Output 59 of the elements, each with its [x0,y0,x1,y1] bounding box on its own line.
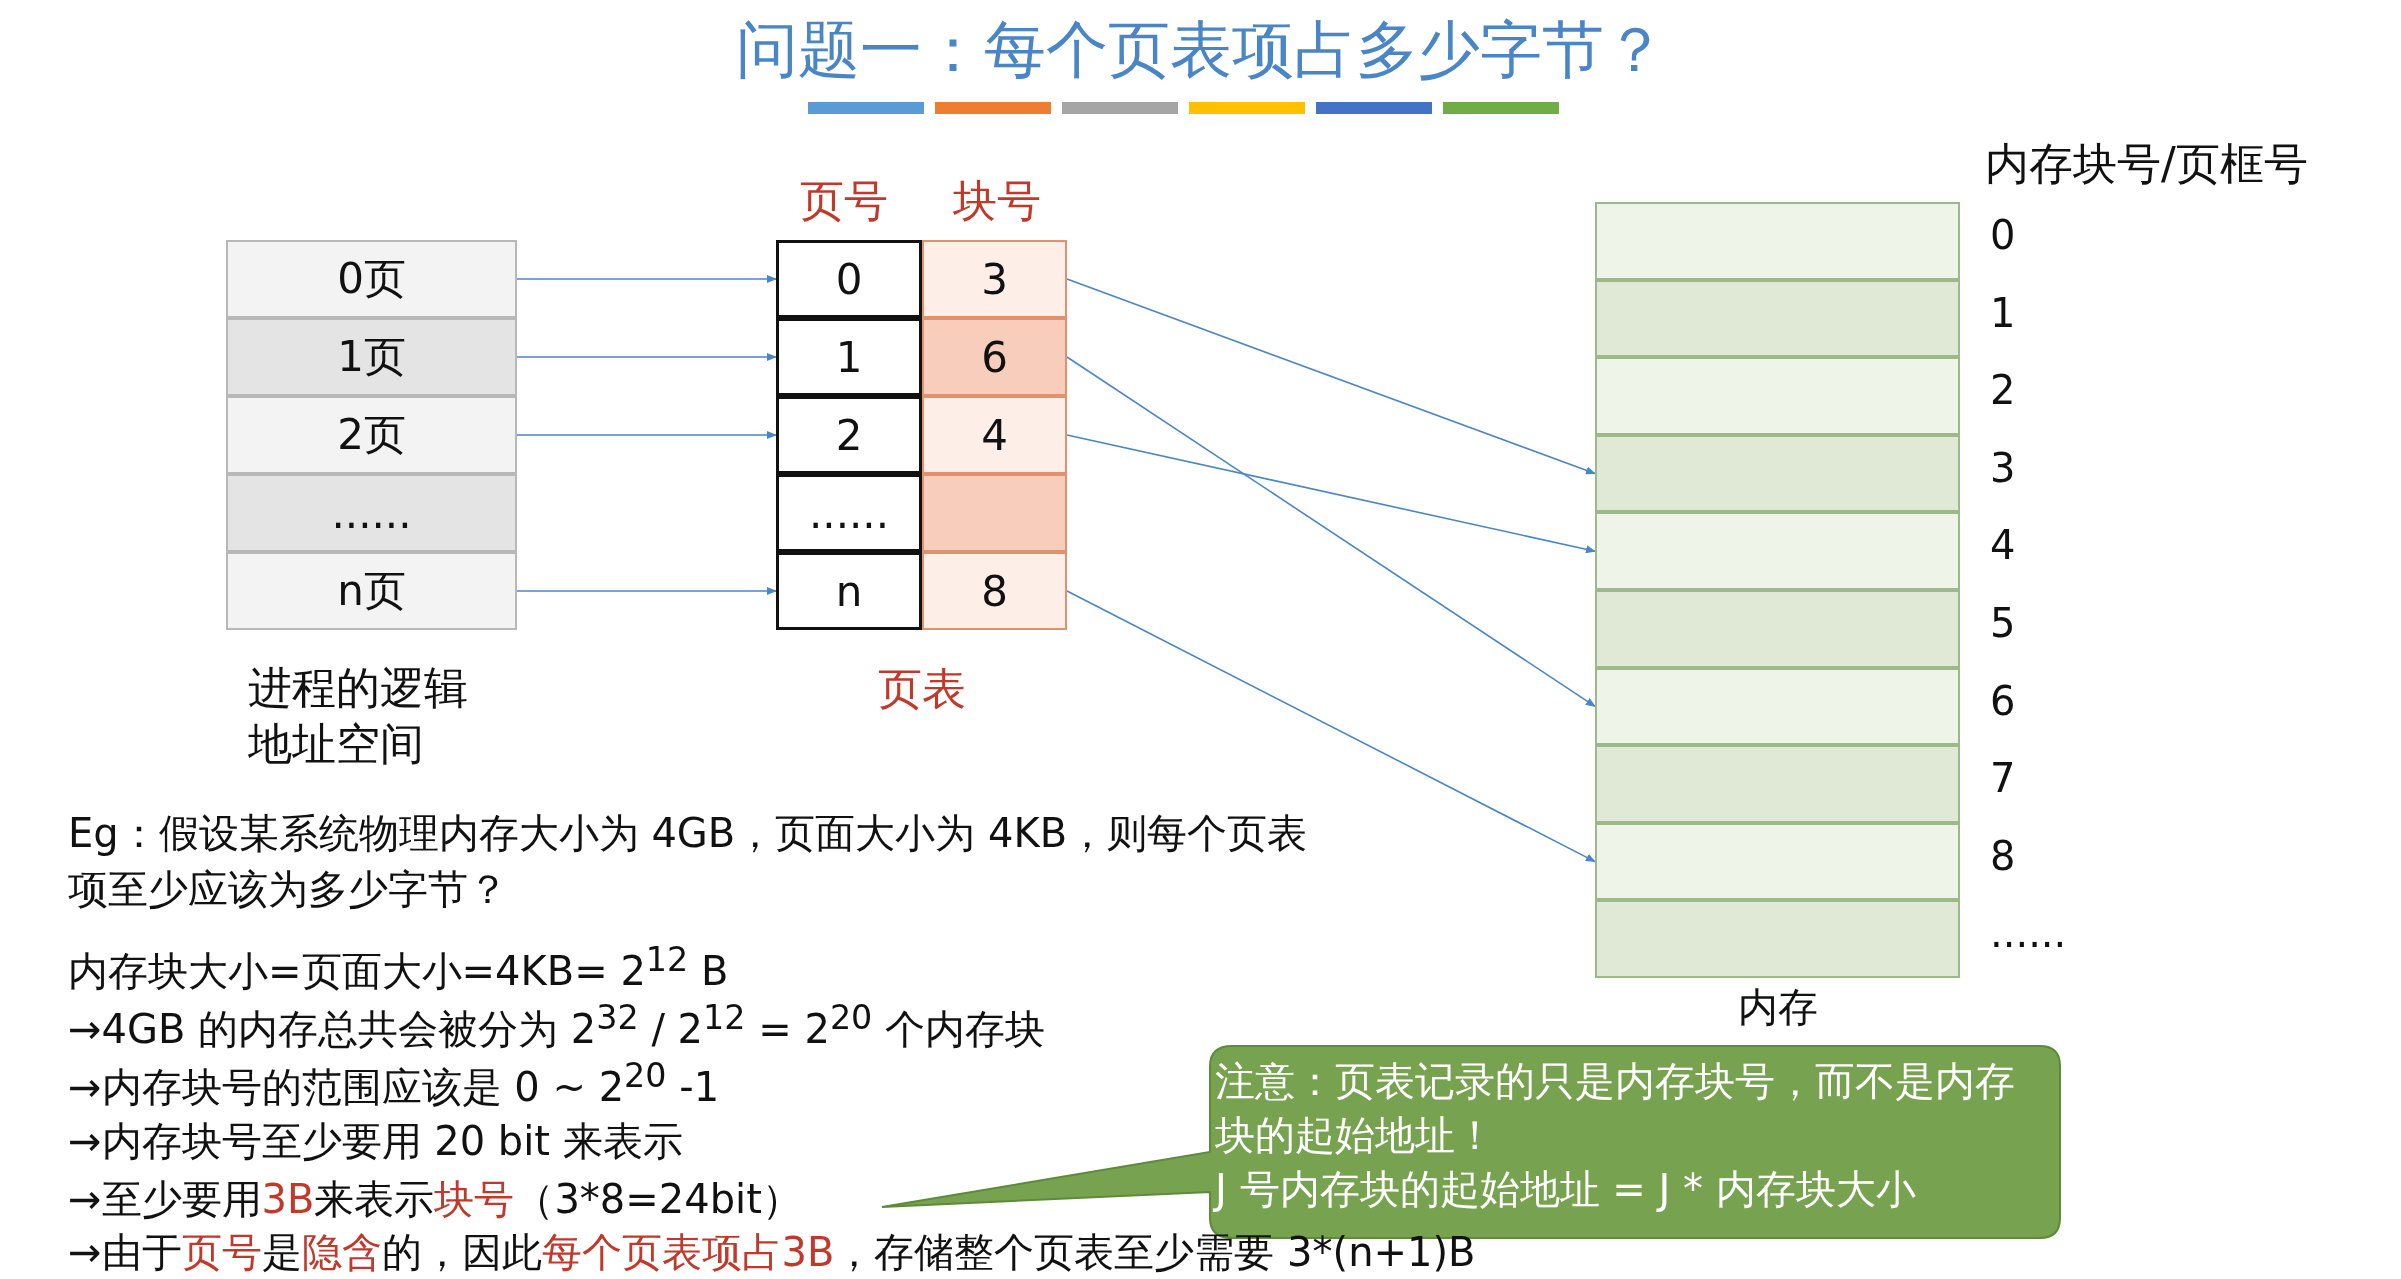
title: 问题一：每个页表项占多少字节？ [734,12,1667,88]
callout-text: 注意：页表记录的只是内存块号，而不是内存块的起始地址！ [1215,1057,2016,1160]
explanation-line: →由于页号是隐含的，因此每个页表项占3B，存储整个页表至少需要 3*(n+1)B [68,1228,1476,1277]
table-row: 2页 [226,396,517,474]
column-header: 页号 [800,174,888,228]
arrow [516,353,777,361]
arrow [1066,278,1596,475]
memory-block [1595,822,1960,901]
block-number: 3 [1990,444,2016,491]
memory-block [1595,512,1960,590]
table-cell: ...... [776,474,922,552]
table-cell: 3 [922,240,1067,318]
memory-block [1595,590,1960,668]
memory-block [1595,434,1960,513]
explanation-line: 内存块大小=页面大小=4KB= 2$^{12}$ B [68,940,729,997]
arrow [516,431,777,439]
callout-text: J 号内存块的起始地址 = J * 内存块大小 [1215,1165,1917,1214]
table-cell: 4 [922,396,1067,474]
table-cell: 6 [922,318,1067,396]
table-row: 0页 [226,240,517,318]
arrow [516,275,777,283]
table-cell: n [776,552,922,630]
memory-block [1595,357,1960,435]
memory-block [1595,202,1960,280]
group-caption: 进程的逻辑地址空间 [248,661,469,771]
block-number: ...... [1990,910,2067,957]
question-text: Eg：假设某系统物理内存大小为 4GB，页面大小为 4KB，则每个页表项至少应该为多少字节？ [68,809,1309,914]
column-header: 块号 [953,174,1041,228]
memory-block [1595,279,1960,358]
block-number: 0 [1990,212,2016,258]
arrow [1066,356,1596,708]
arrow [1066,434,1596,554]
explanation-line: →4GB 的内存总共会被分为 2$^{32}$ / 2$^{12}$ = 2$^{20}$ 个内存块 [68,998,1046,1055]
block-number: 4 [1990,522,2016,569]
arrow [1066,590,1596,863]
memory-block [1595,745,1960,823]
table-cell: 0 [776,240,922,318]
table-cell [922,474,1067,552]
explanation-line: →内存块号至少要用 20 bit 来表示 [68,1117,683,1166]
table-cell: 1 [776,318,922,396]
table-cell: 2 [776,396,922,474]
block-number: 6 [1990,677,2016,724]
memory-block [1595,667,1960,746]
table-row: ...... [226,474,517,552]
group-caption: 页表 [876,662,967,716]
group-caption: 内存 [1736,983,1819,1032]
block-number: 1 [1990,289,2016,336]
table-row: 1页 [226,318,517,396]
arrow [516,587,777,595]
block-number: 5 [1990,600,2016,646]
block-number: 7 [1990,755,2016,802]
explanation-line: →内存块号的范围应该是 0 ~ 2$^{20}$ -1 [68,1056,720,1113]
axis-heading: 内存块号/页框号 [1985,137,2308,191]
table-row: n页 [226,552,517,630]
table-cell: 8 [922,552,1067,630]
memory-block [1595,900,1960,978]
explanation-line: →至少要用3B来表示块号（3*8=24bit） [68,1175,802,1224]
block-number: 2 [1990,367,2016,414]
block-number: 8 [1990,832,2016,879]
